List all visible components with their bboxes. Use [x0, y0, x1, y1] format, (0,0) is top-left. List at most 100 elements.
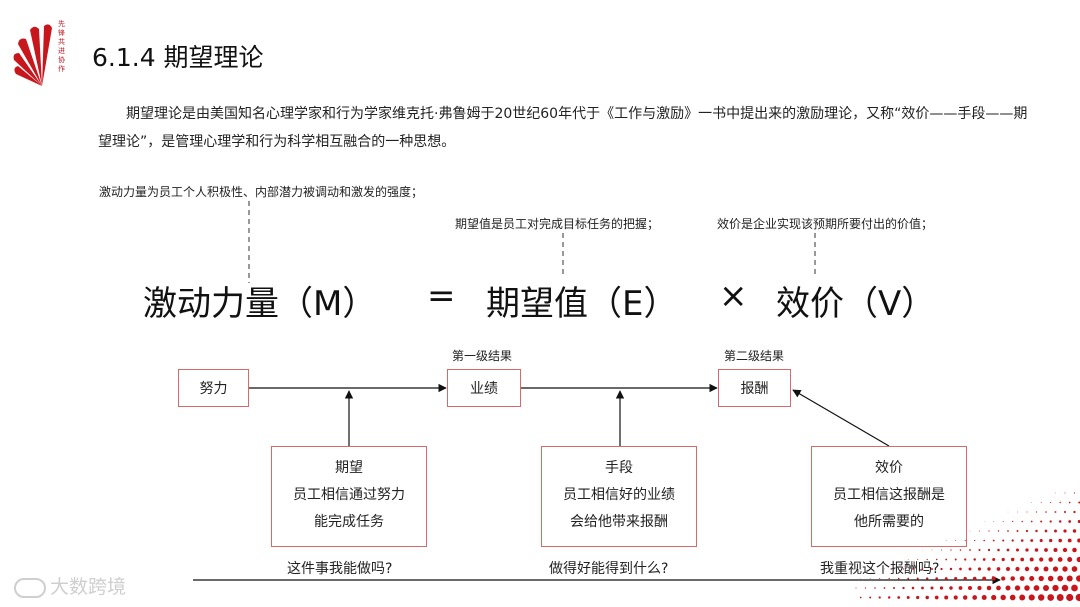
factor-box-valence: 效价 员工相信这报酬是 他所需要的: [811, 446, 967, 547]
decorative-dot: [864, 587, 867, 589]
note-motivation: 激动力量为员工个人积极性、内部潜力被调动和激发的强度；: [99, 185, 424, 199]
decorative-dot: [925, 595, 929, 600]
decorative-dot: [879, 577, 881, 580]
decorative-dot: [1012, 520, 1014, 523]
decorative-dot: [996, 567, 1001, 571]
decorative-dot: [969, 549, 971, 551]
decorative-dot: [983, 521, 985, 522]
decorative-dot: [1001, 557, 1005, 562]
decorative-dot: [997, 530, 1000, 532]
decorative-dot: [1073, 492, 1076, 494]
decorative-dot: [964, 558, 967, 561]
note-expectancy: 期望值是员工对完成目标任务的把握；: [455, 217, 660, 231]
watermark: 大数跨境: [14, 572, 126, 599]
decorative-dot: [917, 559, 919, 560]
decorative-dot: [1047, 594, 1055, 601]
question-valence: 我重视这个报酬吗?: [820, 561, 940, 577]
factor-box-expectancy: 期望 员工相信通过努力 能完成任务: [271, 446, 427, 547]
decorative-dot: [944, 577, 948, 580]
factor-title: 效价: [875, 460, 903, 476]
decorative-dot: [869, 596, 872, 599]
decorative-dot: [953, 595, 958, 600]
decorative-dot: [973, 558, 976, 561]
decorative-dot: [1010, 557, 1015, 562]
decorative-dot: [968, 567, 972, 571]
decorative-dot: [1044, 529, 1048, 533]
level1-label: 第一级结果: [452, 349, 513, 363]
decorative-dot: [1043, 566, 1049, 572]
decorative-dot: [1073, 510, 1076, 514]
decorative-dot: [926, 577, 929, 580]
factor-line: 他所需要的: [854, 514, 924, 530]
formula-e: 期望值（E）: [486, 284, 678, 324]
question-expectancy: 这件事我能做吗?: [287, 561, 393, 577]
decorative-dot: [912, 568, 914, 570]
decorative-dot: [939, 586, 944, 590]
decorative-dot: [1053, 547, 1058, 553]
decorative-dot: [1057, 575, 1064, 582]
decorative-dot: [1035, 511, 1038, 513]
decorative-dot: [916, 595, 920, 600]
decorative-dot: [1026, 511, 1028, 513]
decorative-dot: [902, 568, 905, 570]
decorative-dot: [1040, 520, 1043, 523]
decorative-dot: [1037, 594, 1045, 601]
decorative-dot: [991, 576, 996, 581]
decorative-dot: [934, 595, 939, 600]
decorative-dot: [1048, 557, 1053, 562]
decorative-dot: [930, 586, 934, 590]
decorative-dot: [1029, 575, 1035, 582]
level2-label: 第二级结果: [724, 349, 785, 363]
decorative-dot: [1038, 575, 1044, 582]
decorative-dot: [949, 586, 953, 590]
decorative-dot: [1044, 548, 1048, 552]
decorative-dot: [983, 539, 986, 542]
factor-line: 会给他带来报酬: [570, 514, 668, 530]
decorative-dot: [977, 567, 982, 571]
decorative-dot: [1011, 539, 1014, 542]
decorative-dot: [883, 587, 886, 589]
decorative-dot: [991, 594, 997, 601]
decorative-dot: [1020, 557, 1025, 562]
decorative-dot: [940, 567, 943, 571]
decorative-dot: [1047, 575, 1054, 582]
decorative-dot: [1001, 576, 1006, 581]
decorative-dot: [1006, 567, 1010, 571]
decorative-dot: [1071, 584, 1078, 592]
decorative-dot: [897, 577, 900, 580]
chat-bubble-icon: [14, 577, 46, 598]
decorative-dot: [935, 577, 938, 580]
formula-times: ×: [719, 276, 748, 316]
decorative-dot: [1055, 492, 1056, 494]
decorative-dot: [1059, 501, 1061, 504]
decorative-dot: [1045, 511, 1047, 513]
formula-m: 激动力量（M）: [143, 284, 377, 324]
decorative-dot: [1016, 530, 1019, 532]
watermark-text: 大数跨境: [50, 576, 127, 598]
decorative-dot: [945, 558, 948, 561]
decorative-dot: [1033, 585, 1040, 591]
decorative-dot: [1077, 520, 1080, 523]
decorative-dot: [954, 558, 957, 561]
decorative-dot: [911, 586, 915, 590]
decorative-dot: [1072, 529, 1077, 533]
decorative-dot: [1031, 502, 1033, 503]
decorative-dot: [1002, 539, 1005, 542]
decorative-dot: [1050, 501, 1052, 504]
decorative-dot: [916, 577, 919, 580]
decorative-dot: [1063, 510, 1067, 514]
formula-v: 效价（V）: [776, 284, 936, 324]
decorative-dot: [907, 559, 909, 560]
decorative-dot: [959, 567, 962, 571]
decorative-dot: [1075, 593, 1080, 602]
decorative-dot: [1015, 566, 1020, 572]
decorative-dot: [1054, 529, 1057, 533]
decorative-dot: [874, 587, 876, 589]
decorative-dot: [1021, 520, 1023, 523]
decorative-dot: [1062, 547, 1068, 553]
decorative-dot: [921, 586, 924, 590]
question-instrumentality: 做得好能得到什么?: [549, 561, 669, 577]
decorative-dot: [1058, 538, 1063, 543]
decorative-dot: [859, 596, 862, 599]
decorative-dot: [1061, 584, 1069, 592]
